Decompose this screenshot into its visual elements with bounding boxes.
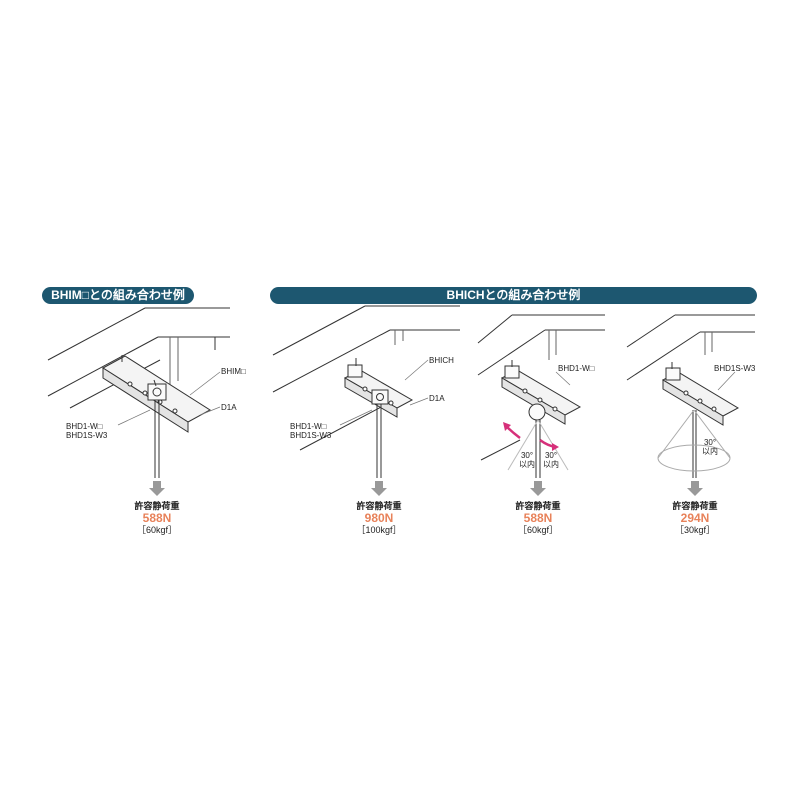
panel-1-load-kgf: ［60kgf］ — [136, 525, 178, 535]
panel-2-illustration — [272, 305, 460, 478]
panel-4-load-kgf: ［30kgf］ — [674, 525, 716, 535]
panel-1-label-bhd1s-w3: BHD1S-W3 — [66, 431, 108, 440]
panel-3-load-kgf: ［60kgf］ — [517, 525, 559, 535]
panel-2-load-title: 許容静荷重 — [356, 501, 402, 511]
panel-3-angle-right-deg: 30° — [544, 451, 558, 460]
panel-1-load: 許容静荷重 588N ［60kgf］ — [107, 501, 207, 536]
panel-3-load: 許容静荷重 588N ［60kgf］ — [488, 501, 588, 536]
panel-2-label-bhd1-w: BHD1-W□ — [290, 422, 327, 431]
panel-3-angle-right: 30° 以内 — [543, 451, 559, 469]
panel-4-load-title: 許容静荷重 — [672, 501, 718, 511]
panel-2-label-bhich: BHICH — [429, 356, 454, 365]
panel-4-angle: 30° 以内 — [702, 438, 718, 456]
panel-4-angle-note: 以内 — [702, 447, 718, 456]
panel-3-angle-left-note: 以内 — [519, 460, 535, 469]
panel-3-angle-left: 30° 以内 — [519, 451, 535, 469]
panel-4-label-bhd1s-w3: BHD1S-W3 — [714, 364, 756, 373]
panel-1-down-arrow — [149, 481, 165, 496]
panel-3-load-title: 許容静荷重 — [515, 501, 561, 511]
panel-4-down-arrow — [687, 481, 703, 496]
panel-1-label-d1a: D1A — [221, 403, 237, 412]
panel-2-load: 許容静荷重 980N ［100kgf］ — [329, 501, 429, 536]
panel-2-label-d1a: D1A — [429, 394, 445, 403]
panel-3-angle-right-note: 以内 — [543, 460, 559, 469]
panel-3-label-bhd1-w: BHD1-W□ — [558, 364, 595, 373]
panel-4-illustration — [626, 314, 755, 478]
panel-2-label-bhd1s-w3: BHD1S-W3 — [290, 431, 332, 440]
panel-3-swing-arrowhead-left — [503, 422, 511, 431]
panel-2-down-arrow — [371, 481, 387, 496]
panel-3-down-arrow — [530, 481, 546, 496]
panel-1-load-value: 588N — [142, 511, 172, 525]
panel-3-swing-arrowhead-right — [552, 443, 559, 451]
panel-4-load: 許容静荷重 294N ［30kgf］ — [645, 501, 745, 536]
panel-3-load-value: 588N — [523, 511, 553, 525]
panel-1-label-bhd1-w: BHD1-W□ — [66, 422, 103, 431]
panel-1-label-bhim: BHIM□ — [221, 367, 246, 376]
panel-1-illustration — [47, 307, 230, 478]
panel-2-load-value: 980N — [364, 511, 394, 525]
section-banner-bhim: BHIM□との組み合わせ例 — [42, 287, 194, 304]
panel-1-load-title: 許容静荷重 — [134, 501, 180, 511]
panel-3-illustration — [477, 314, 605, 478]
panel-4-angle-deg: 30° — [703, 438, 717, 447]
section-banner-bhich: BHICHとの組み合わせ例 — [270, 287, 757, 304]
panel-3-angle-left-deg: 30° — [520, 451, 534, 460]
panel-2-load-kgf: ［100kgf］ — [356, 525, 402, 535]
panel-4-load-value: 294N — [680, 511, 710, 525]
